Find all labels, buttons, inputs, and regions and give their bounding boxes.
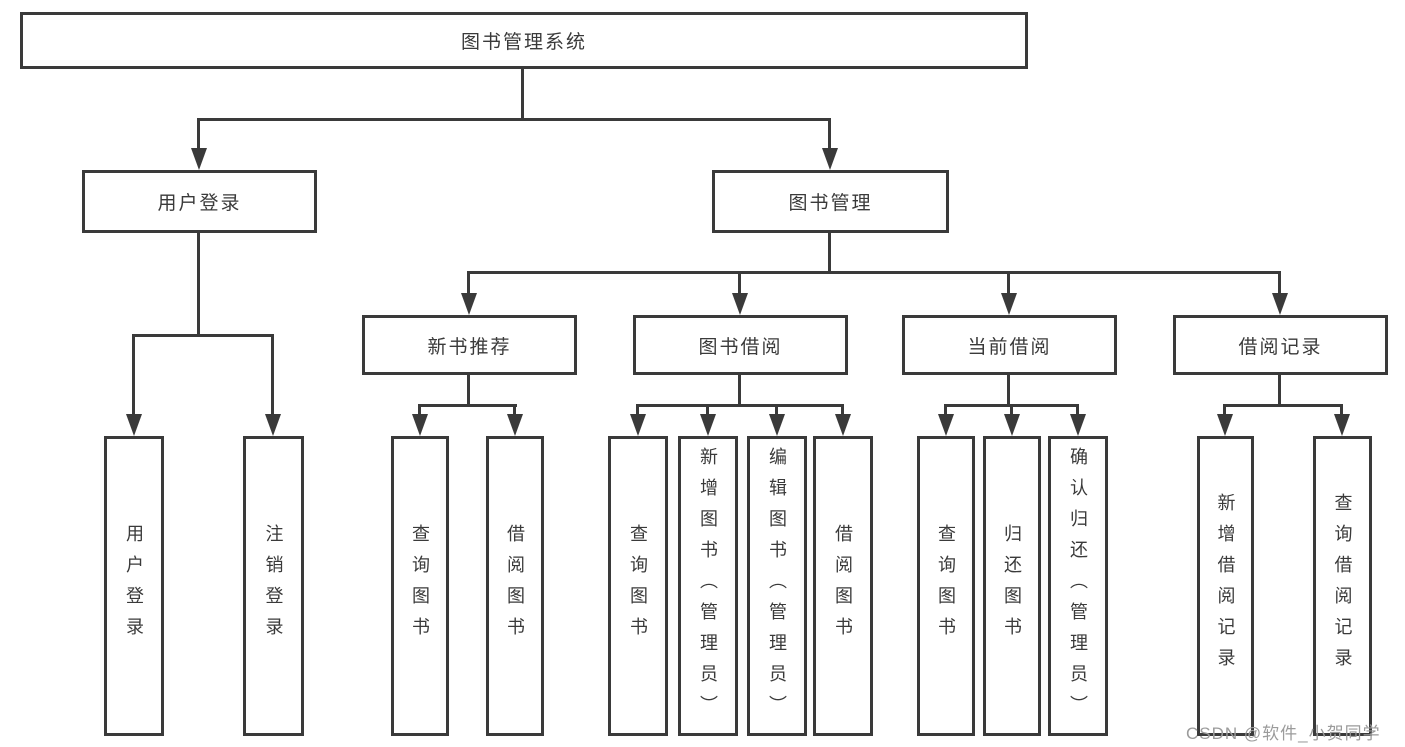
arrow-down-icon	[1004, 414, 1020, 436]
arrow-down-icon	[126, 414, 142, 436]
leaf-return-books: 归还图书	[983, 436, 1041, 736]
leaf-logout-label: 注销登录	[263, 524, 284, 648]
leaf-confirm-return-admin-label: 确认归还（管理员）	[1068, 446, 1088, 726]
leaf-edit-books-admin: 编辑图书（管理员）	[747, 436, 807, 736]
leaf-query-books-2: 查询图书	[608, 436, 668, 736]
connector-drop-leaf	[775, 404, 778, 416]
node-new-book-recommend-label: 新书推荐	[427, 336, 512, 358]
connector-drop-leaf	[1223, 404, 1226, 416]
connector-drop-leaf	[636, 404, 639, 416]
connector-drop-book-mgmt	[828, 118, 831, 150]
watermark: CSDN @软件_小贺同学	[1186, 724, 1381, 743]
node-new-book-recommend: 新书推荐	[362, 315, 577, 375]
node-user-login-label: 用户登录	[157, 193, 242, 214]
arrow-down-icon	[265, 414, 281, 436]
connector-book-mgmt-down	[828, 233, 831, 274]
arrow-down-icon	[1334, 414, 1350, 436]
connector-drop-leaf	[706, 404, 709, 416]
connector-drop-records	[1278, 271, 1281, 295]
connector-user-login-down	[197, 233, 200, 337]
connector-current-down	[1007, 375, 1010, 406]
leaf-query-books-1-label: 查询图书	[410, 524, 430, 648]
arrow-down-icon	[630, 414, 646, 436]
arrow-down-icon	[1070, 414, 1086, 436]
connector-drop-user-login	[197, 118, 200, 150]
leaf-edit-books-admin-label: 编辑图书（管理员）	[767, 446, 787, 726]
leaf-add-books-admin-label: 新增图书（管理员）	[698, 446, 718, 726]
node-book-borrow: 图书借阅	[633, 315, 848, 375]
connector-branch-records	[1223, 404, 1343, 407]
arrow-down-icon	[1001, 293, 1017, 315]
arrow-down-icon	[1217, 414, 1233, 436]
arrow-down-icon	[769, 414, 785, 436]
leaf-logout: 注销登录	[243, 436, 304, 736]
arrow-down-icon	[191, 148, 207, 170]
node-book-borrow-label: 图书借阅	[698, 336, 783, 358]
connector-drop-current	[1007, 271, 1010, 295]
leaf-user-login: 用户登录	[104, 436, 164, 736]
connector-drop-leaf	[841, 404, 844, 416]
node-current-borrow-label: 当前借阅	[967, 336, 1052, 358]
connector-new-book-down	[467, 375, 470, 406]
node-current-borrow: 当前借阅	[902, 315, 1117, 375]
connector-drop-leaf	[944, 404, 947, 416]
arrow-down-icon	[732, 293, 748, 315]
node-root: 图书管理系统	[20, 12, 1028, 69]
arrow-down-icon	[835, 414, 851, 436]
leaf-query-borrow-record-label: 查询借阅记录	[1332, 493, 1353, 679]
node-book-mgmt-label: 图书管理	[788, 193, 873, 214]
arrow-down-icon	[412, 414, 428, 436]
arrow-down-icon	[938, 414, 954, 436]
connector-drop-leaf	[1076, 404, 1079, 416]
leaf-borrow-books-2-label: 借阅图书	[833, 524, 853, 648]
connector-drop-leaf	[1340, 404, 1343, 416]
arrow-down-icon	[822, 148, 838, 170]
connector-drop-borrow	[738, 271, 741, 295]
leaf-add-borrow-record: 新增借阅记录	[1197, 436, 1254, 736]
connector-drop-leaf	[418, 404, 421, 416]
leaf-add-books-admin: 新增图书（管理员）	[678, 436, 738, 736]
leaf-user-login-label: 用户登录	[124, 524, 144, 648]
connector-branch-level2	[197, 118, 831, 121]
leaf-query-books-1: 查询图书	[391, 436, 449, 736]
leaf-query-borrow-record: 查询借阅记录	[1313, 436, 1372, 736]
connector-branch-borrow	[636, 404, 844, 407]
connector-drop-leaf	[271, 334, 274, 416]
arrow-down-icon	[1272, 293, 1288, 315]
connector-branch-level3	[468, 271, 1281, 274]
node-borrow-records-label: 借阅记录	[1238, 336, 1323, 358]
leaf-borrow-books-1: 借阅图书	[486, 436, 544, 736]
leaf-query-books-3: 查询图书	[917, 436, 975, 736]
connector-drop-new-book	[467, 271, 470, 295]
connector-borrow-down	[738, 375, 741, 406]
leaf-add-borrow-record-label: 新增借阅记录	[1215, 493, 1236, 679]
node-borrow-records: 借阅记录	[1173, 315, 1388, 375]
connector-branch-user-login	[132, 334, 274, 337]
leaf-borrow-books-1-label: 借阅图书	[505, 524, 525, 648]
connector-drop-leaf	[1010, 404, 1013, 416]
connector-records-down	[1278, 375, 1281, 406]
leaf-query-books-3-label: 查询图书	[936, 524, 956, 648]
node-book-mgmt: 图书管理	[712, 170, 949, 233]
leaf-confirm-return-admin: 确认归还（管理员）	[1048, 436, 1108, 736]
connector-drop-leaf	[513, 404, 516, 416]
connector-branch-new-book	[418, 404, 517, 407]
connector-root-down	[521, 68, 524, 120]
connector-drop-leaf	[132, 334, 135, 416]
node-root-label: 图书管理系统	[460, 32, 587, 53]
node-user-login: 用户登录	[82, 170, 317, 233]
leaf-query-books-2-label: 查询图书	[628, 524, 648, 648]
arrow-down-icon	[700, 414, 716, 436]
leaf-return-books-label: 归还图书	[1002, 524, 1022, 648]
arrow-down-icon	[507, 414, 523, 436]
arrow-down-icon	[461, 293, 477, 315]
leaf-borrow-books-2: 借阅图书	[813, 436, 873, 736]
